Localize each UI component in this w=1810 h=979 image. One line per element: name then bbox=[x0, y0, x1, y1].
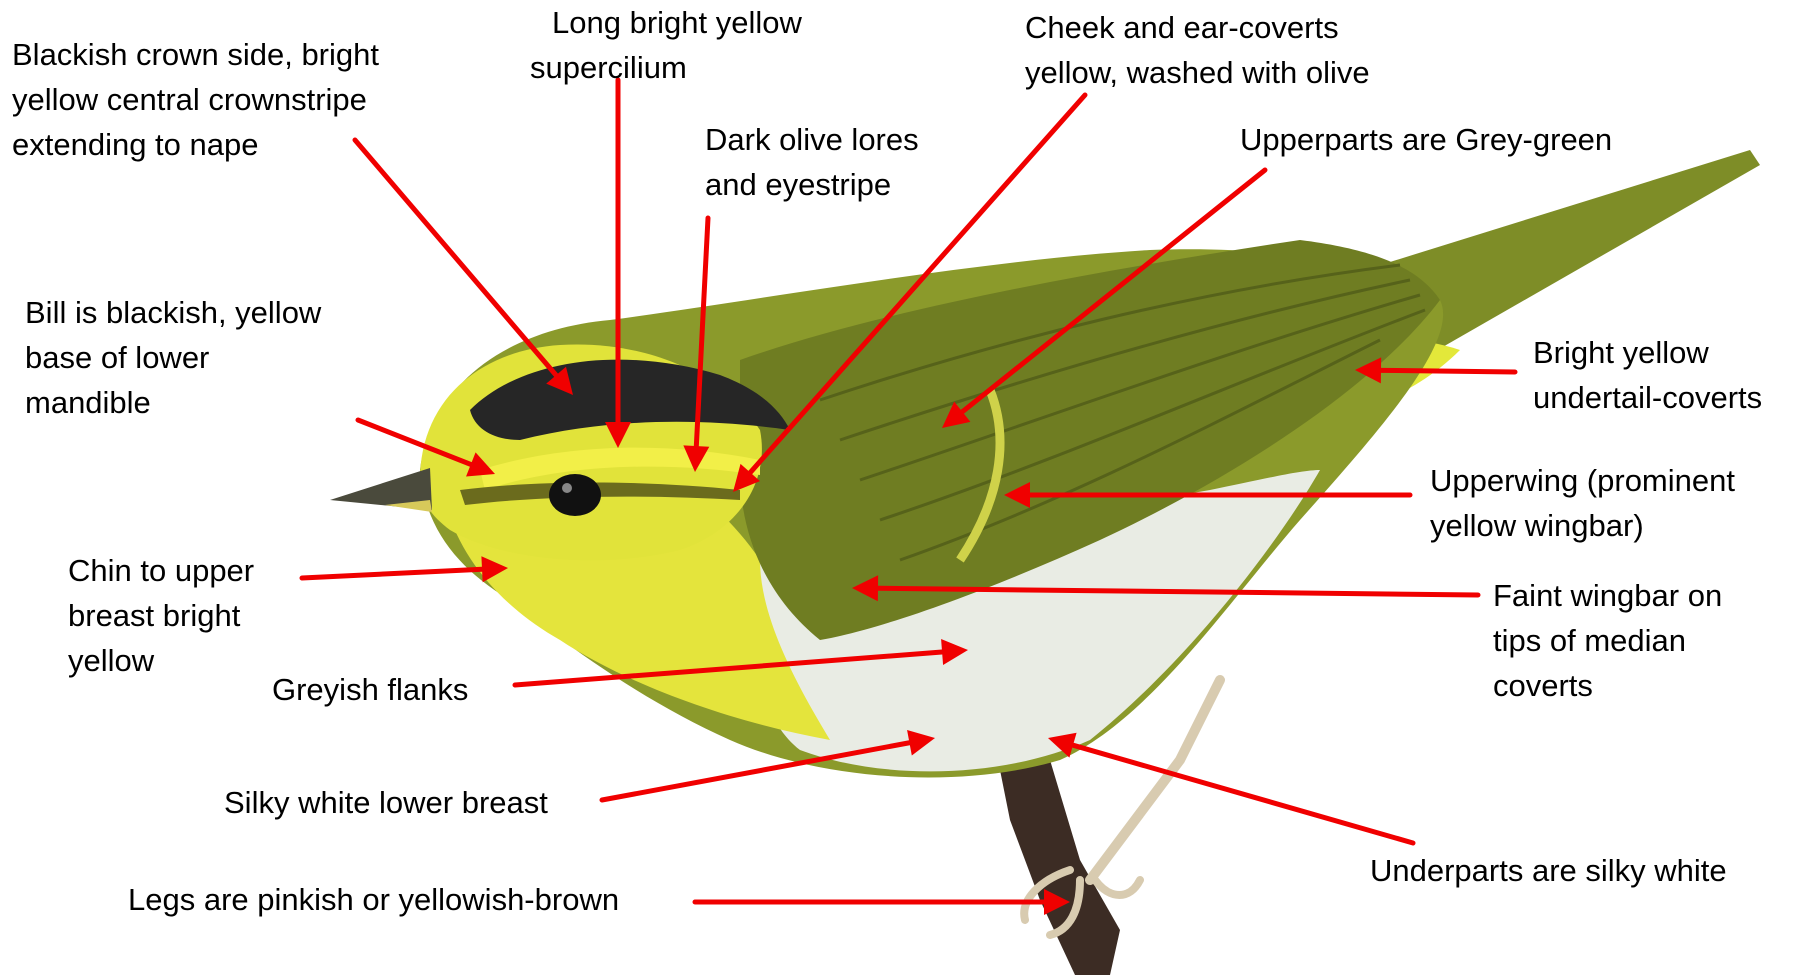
label-faint-wingbar: Faint wingbar on tips of median coverts bbox=[1493, 573, 1722, 708]
arrow-crown bbox=[355, 140, 573, 395]
arrow-underparts bbox=[1048, 733, 1413, 843]
label-upperwing: Upperwing (prominent yellow wingbar) bbox=[1430, 458, 1735, 548]
label-undertail: Bright yellow undertail-coverts bbox=[1533, 330, 1762, 420]
label-lower-breast: Silky white lower breast bbox=[224, 780, 548, 825]
arrow-legs bbox=[695, 889, 1070, 915]
label-lores: Dark olive lores and eyestripe bbox=[705, 117, 919, 207]
eye bbox=[549, 474, 601, 516]
label-underparts: Underparts are silky white bbox=[1370, 848, 1727, 893]
label-supercilium: Long bright yellow supercilium bbox=[530, 0, 802, 90]
eye-highlight bbox=[562, 483, 572, 493]
label-flanks: Greyish flanks bbox=[272, 667, 468, 712]
label-upperparts: Upperparts are Grey-green bbox=[1240, 117, 1612, 162]
label-cheek: Cheek and ear-coverts yellow, washed wit… bbox=[1025, 5, 1370, 95]
label-crown: Blackish crown side, bright yellow centr… bbox=[12, 32, 379, 167]
label-bill: Bill is blackish, yellow base of lower m… bbox=[25, 290, 321, 425]
label-legs: Legs are pinkish or yellowish-brown bbox=[128, 877, 619, 922]
label-chin: Chin to upper breast bright yellow bbox=[68, 548, 254, 683]
